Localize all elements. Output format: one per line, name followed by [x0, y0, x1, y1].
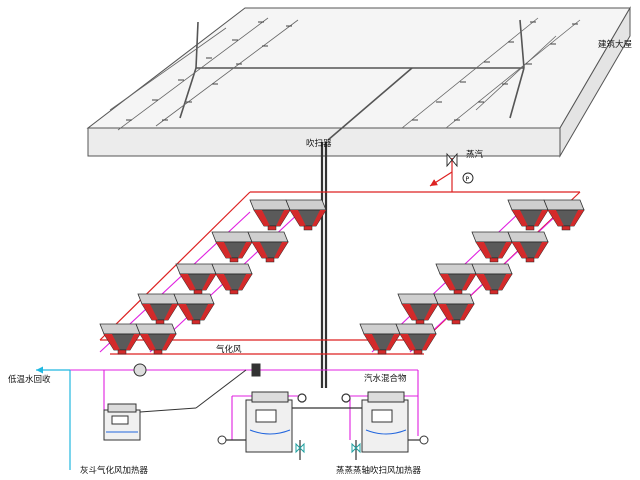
gasify-air-label: 气化风: [216, 345, 242, 355]
trap-icon: [295, 442, 361, 454]
blow-pipe-label: 吹扫器: [306, 139, 332, 149]
blower-heater-label: 蒸蒸蒸轴吹扫风加热器: [336, 466, 422, 476]
main-vertical-pipe: [320, 142, 328, 388]
hopper-gasify-heater-label: 灰斗气化风加热器: [80, 466, 149, 476]
nozzle-lines: [109, 17, 581, 131]
svg-text:P: P: [466, 176, 470, 183]
blow-pipe-network: [179, 19, 525, 141]
steam-label: 蒸汽: [466, 150, 484, 160]
hopper-array-right: [359, 199, 585, 355]
heater-unit-center-right: [361, 391, 409, 453]
nozzle-marks: [126, 21, 578, 121]
steam-water-mix-label: 汽水混合物: [364, 374, 407, 384]
heater-unit-left: [103, 403, 141, 441]
heater-unit-center-left: [245, 391, 293, 453]
building-roof-slab: [86, 6, 631, 158]
low-temp-water-return-label: 低温水回收: [8, 375, 51, 385]
air-duct: [133, 363, 261, 413]
hopper-array-left: [99, 199, 327, 355]
gauge-icon: [217, 435, 429, 445]
building-label: 建筑大屋: [598, 40, 633, 50]
steam-valve: P: [446, 152, 474, 184]
